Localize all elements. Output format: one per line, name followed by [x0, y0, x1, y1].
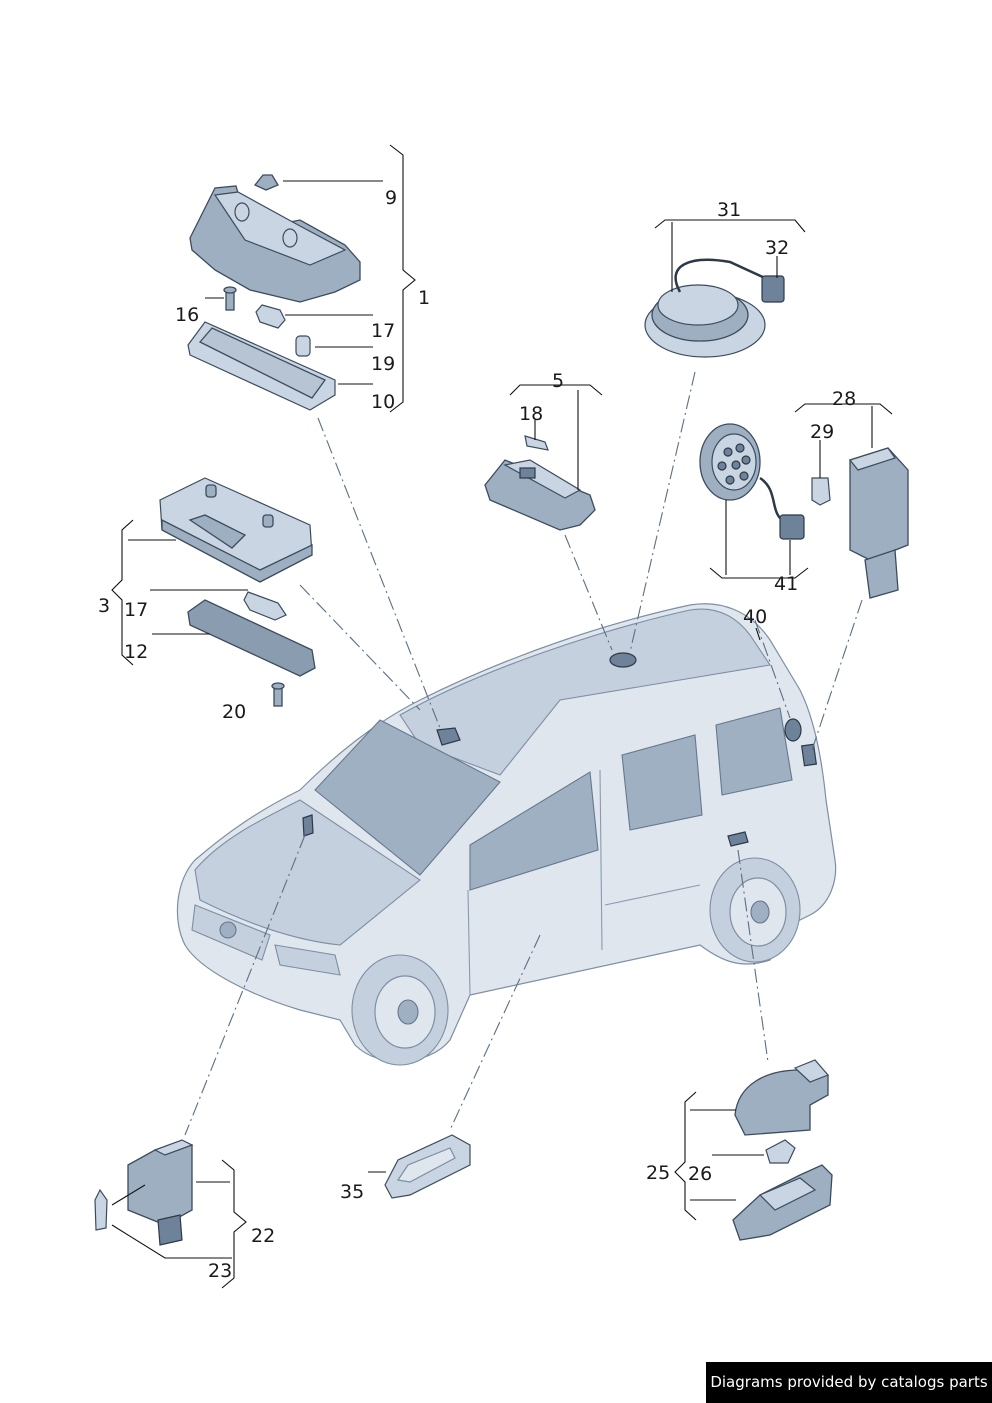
callout-41: 41	[774, 573, 798, 595]
callout-23: 23	[208, 1260, 232, 1282]
group-5-interior-light	[484, 435, 596, 531]
callout-32: 32	[765, 237, 789, 259]
callout-22: 22	[251, 1225, 275, 1247]
callout-31: 31	[717, 199, 741, 221]
callout-25: 25	[646, 1162, 670, 1184]
callout-17b: 17	[124, 599, 148, 621]
callout-28: 28	[832, 388, 856, 410]
callout-5: 5	[552, 370, 564, 392]
callout-35: 35	[340, 1181, 364, 1203]
group-31-round-light	[644, 258, 785, 358]
footer-credit: Diagrams provided by catalogs parts	[706, 1362, 992, 1403]
group-41-light	[699, 423, 831, 540]
callout-12: 12	[124, 641, 148, 663]
callout-26: 26	[688, 1163, 712, 1185]
group-28-module	[848, 447, 909, 599]
callout-18: 18	[519, 403, 543, 425]
group-3-interior-light	[159, 477, 316, 707]
callout-10: 10	[371, 391, 395, 413]
leader-lines	[111, 144, 893, 1289]
connector-lines	[184, 371, 863, 1136]
callout-1: 1	[418, 287, 430, 309]
callout-40: 40	[743, 606, 767, 628]
callout-16: 16	[175, 304, 199, 326]
callout-3: 3	[98, 595, 110, 617]
callout-29: 29	[810, 421, 834, 443]
part-35-bezel	[384, 1134, 471, 1199]
group-25-light	[732, 1059, 833, 1241]
vehicle-illustration	[176, 603, 837, 1066]
callout-20: 20	[222, 701, 246, 723]
callout-17a: 17	[371, 320, 395, 342]
callout-19: 19	[371, 353, 395, 375]
group-22-switch	[94, 1139, 194, 1246]
group-1-interior-light	[187, 174, 361, 411]
callout-9: 9	[385, 187, 397, 209]
callout-labels: 9 1 16 17 19 10 3 17 12 20 5 18 31 32 28…	[98, 187, 856, 1282]
